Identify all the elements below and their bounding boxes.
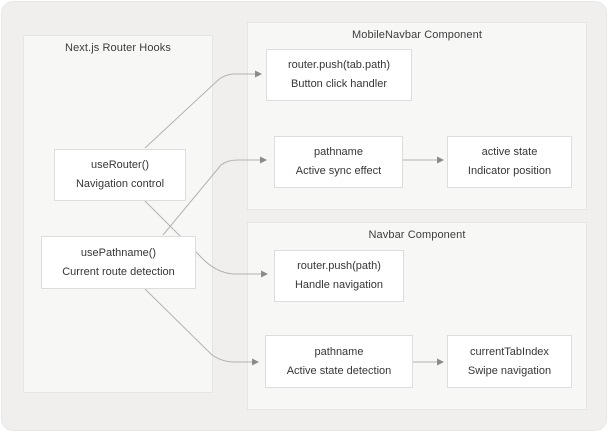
node-navbar-router-push-name: router.push(path) xyxy=(297,260,381,272)
node-userouter-desc: Navigation control xyxy=(75,178,165,190)
node-navbar-pathname: pathname Active state detection xyxy=(265,335,413,388)
node-navbar-currenttabindex-name: currentTabIndex xyxy=(470,345,549,358)
node-usepathname-desc: Current route detection xyxy=(62,265,175,278)
node-mobile-active-state-desc: Indicator position xyxy=(467,165,552,177)
node-usepathname-name: usePathname() xyxy=(80,246,157,259)
node-userouter-name: useRouter() xyxy=(90,159,150,171)
group-title-hooks: Next.js Router Hooks xyxy=(65,42,171,54)
node-navbar-currenttabindex: currentTabIndex Swipe navigation xyxy=(447,335,572,388)
node-navbar-pathname-desc: Active state detection xyxy=(286,364,392,377)
node-mobile-active-state-name: active state xyxy=(481,146,538,158)
node-mobile-pathname: pathname Active sync effect xyxy=(274,136,403,188)
node-mobile-pathname-name: pathname xyxy=(314,146,363,158)
group-navbar-component: Navbar Component router.push(path) Handl… xyxy=(247,222,587,410)
node-mobile-router-push: router.push(tab.path) Button click handl… xyxy=(266,49,412,101)
node-mobile-pathname-desc: Active sync effect xyxy=(295,165,382,177)
node-navbar-router-push-desc: Handle navigation xyxy=(294,279,384,291)
node-navbar-currenttabindex-desc: Swipe navigation xyxy=(467,364,552,377)
group-nextjs-router-hooks: Next.js Router Hooks useRouter() Navigat… xyxy=(23,35,213,393)
node-navbar-router-push: router.push(path) Handle navigation xyxy=(274,250,404,302)
group-title-mobilenavbar: MobileNavbar Component xyxy=(352,29,482,41)
node-mobile-active-state: active state Indicator position xyxy=(447,136,572,188)
node-userouter: useRouter() Navigation control xyxy=(54,149,186,201)
node-navbar-pathname-name: pathname xyxy=(314,345,364,358)
group-mobilenavbar-component: MobileNavbar Component router.push(tab.p… xyxy=(247,22,587,210)
node-usepathname: usePathname() Current route detection xyxy=(41,236,196,289)
group-title-navbar: Navbar Component xyxy=(368,229,466,241)
node-mobile-router-push-desc: Button click handler xyxy=(291,78,387,90)
node-mobile-router-push-name: router.push(tab.path) xyxy=(287,59,391,71)
